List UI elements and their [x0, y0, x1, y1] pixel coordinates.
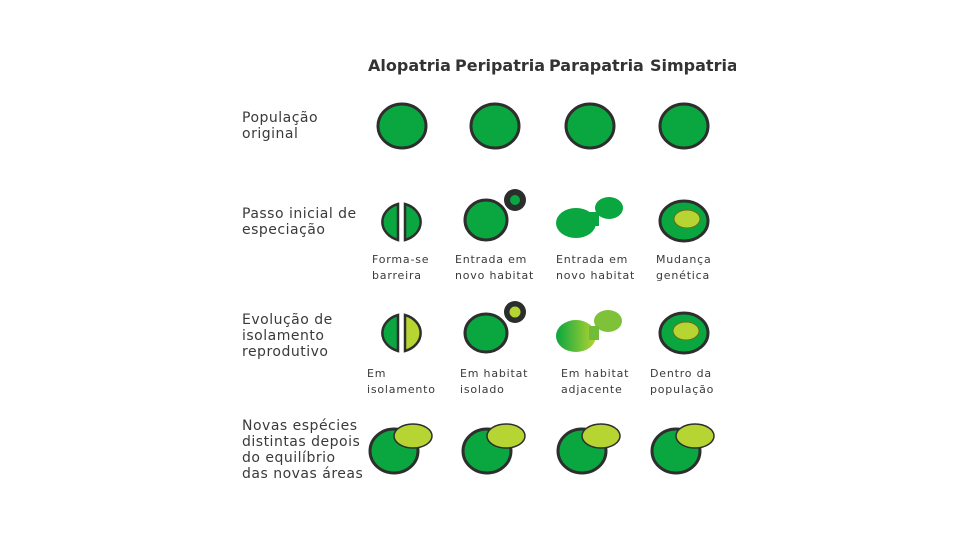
sympatric-genetic-change — [658, 199, 710, 243]
original-population-simpatria — [658, 102, 710, 150]
caption-within-population: Dentro da população — [650, 367, 715, 396]
parapatric-adjacent-habitat — [556, 310, 622, 352]
barrier-split-population — [381, 202, 422, 242]
peripatric-new-habitat — [463, 189, 526, 242]
header-alopatria: Alopatria — [368, 56, 451, 75]
new-species-simpatria — [650, 423, 715, 475]
new-species-alopatria — [368, 423, 433, 475]
caption-isolated-habitat: Em habitat isolado — [460, 367, 529, 396]
isolation-split-population — [381, 313, 422, 353]
new-species-peripatria — [461, 423, 526, 475]
sympatric-within-population — [658, 311, 710, 355]
original-population-peripatria — [469, 102, 521, 150]
header-simpatria-clip: Simpatria — [648, 50, 736, 80]
row-label-isolation: Evolução de isolamento reprodutivo — [242, 312, 333, 360]
caption-genetic-change: Mudança genética — [656, 253, 712, 282]
caption-new-habitat-1: Entrada em novo habitat — [455, 253, 535, 282]
caption-in-isolation: Em isolamento — [367, 367, 436, 396]
row-label-new-species: Novas espécies distintas depois do equil… — [242, 418, 364, 482]
original-population-alopatria — [376, 102, 428, 150]
original-population-parapatria — [564, 102, 616, 150]
new-species-parapatria — [556, 423, 621, 475]
parapatric-new-habitat — [556, 197, 623, 238]
row-label-initial: Passo inicial de especiação — [242, 206, 357, 238]
header-parapatria: Parapatria — [549, 56, 644, 75]
row-label-original: População original — [242, 110, 319, 142]
header-peripatria: Peripatria — [455, 56, 546, 75]
caption-barrier: Forma-se barreira — [372, 253, 430, 282]
caption-new-habitat-2: Entrada em novo habitat — [556, 253, 636, 282]
peripatric-isolated-habitat — [463, 301, 526, 354]
header-simpatria: Simpatria — [650, 56, 736, 75]
caption-adjacent-habitat: Em habitat adjacente — [561, 367, 630, 396]
